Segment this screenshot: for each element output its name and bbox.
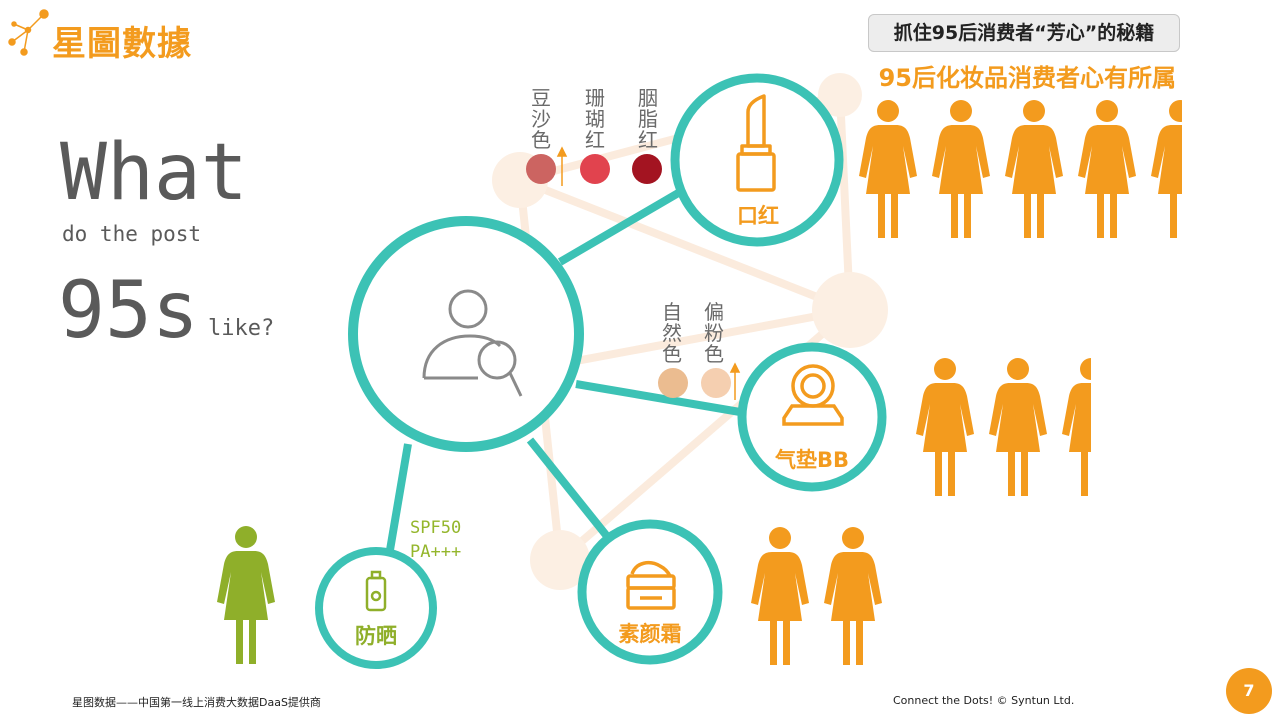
central-node xyxy=(348,216,584,452)
shade-swatch-lipstick-1 xyxy=(526,154,556,184)
woman-icon xyxy=(1078,100,1136,238)
logo-icon xyxy=(8,9,49,56)
intro-line2: do the post xyxy=(62,222,202,246)
slide-subtitle: 95后化妆品消费者心有所属 xyxy=(878,64,1176,92)
node-label-cream: 素颜霜 xyxy=(618,622,682,646)
cream-jar-icon xyxy=(626,560,676,610)
slide-title: 抓住95后消费者“芳心”的秘籍 xyxy=(868,14,1180,52)
woman-icon xyxy=(751,527,809,665)
spray-bottle-icon xyxy=(365,570,387,612)
connectors xyxy=(386,188,741,551)
trend-up-arrow-lipstick xyxy=(556,146,568,186)
spf-label: SPF50 xyxy=(410,518,462,538)
footer-tagline: 星图数据——中国第一线上消费大数据DaaS提供商 xyxy=(72,696,321,709)
page-number-badge: 7 xyxy=(1226,668,1272,714)
user-search-icon xyxy=(422,289,523,397)
shade-swatch-cushion-1 xyxy=(658,368,688,398)
pa-label: PA+++ xyxy=(410,542,462,562)
brand-logo-text: 星圖數據 xyxy=(52,24,192,64)
shade-swatch-cushion-2 xyxy=(701,368,731,398)
woman-icon xyxy=(916,358,974,496)
people-cream xyxy=(751,527,882,665)
node-label-lipstick: 口红 xyxy=(737,204,779,228)
node-label-cushion: 气垫BB xyxy=(774,448,849,472)
woman-icon xyxy=(1005,100,1063,238)
woman-icon xyxy=(859,100,917,238)
woman-icon xyxy=(989,358,1047,496)
woman-icon xyxy=(824,527,882,665)
cream-node xyxy=(577,519,723,665)
intro-line3-small: like? xyxy=(208,316,275,341)
shade-label-lipstick-1: 豆沙色 xyxy=(531,86,551,152)
woman-icon xyxy=(217,526,275,664)
lipstick-icon xyxy=(736,94,776,192)
shade-label-lipstick-3: 胭脂红 xyxy=(638,86,658,152)
lipstick-node xyxy=(670,73,844,247)
intro-line3: 95s xyxy=(58,266,199,356)
node-label-sunscreen: 防晒 xyxy=(355,624,397,648)
people-cushion xyxy=(916,358,1091,496)
woman-icon xyxy=(932,100,990,238)
shade-swatch-lipstick-2 xyxy=(580,154,610,184)
trend-up-arrow-cushion xyxy=(729,362,741,400)
intro-what: What xyxy=(60,128,248,218)
shade-label-lipstick-2: 珊瑚红 xyxy=(585,86,605,152)
woman-icon xyxy=(1151,100,1182,238)
sunscreen-node xyxy=(315,547,437,669)
shade-label-cushion-2: 偏粉色 xyxy=(704,300,724,366)
cushion-node xyxy=(737,342,887,492)
woman-icon xyxy=(1062,358,1091,496)
shade-swatch-lipstick-3 xyxy=(632,154,662,184)
compact-icon xyxy=(782,364,844,426)
people-lipstick xyxy=(859,100,1182,238)
people-sunscreen xyxy=(217,526,275,664)
shade-label-cushion-1: 自然色 xyxy=(662,300,682,366)
footer-copyright: Connect the Dots! © Syntun Ltd. xyxy=(893,694,1075,707)
